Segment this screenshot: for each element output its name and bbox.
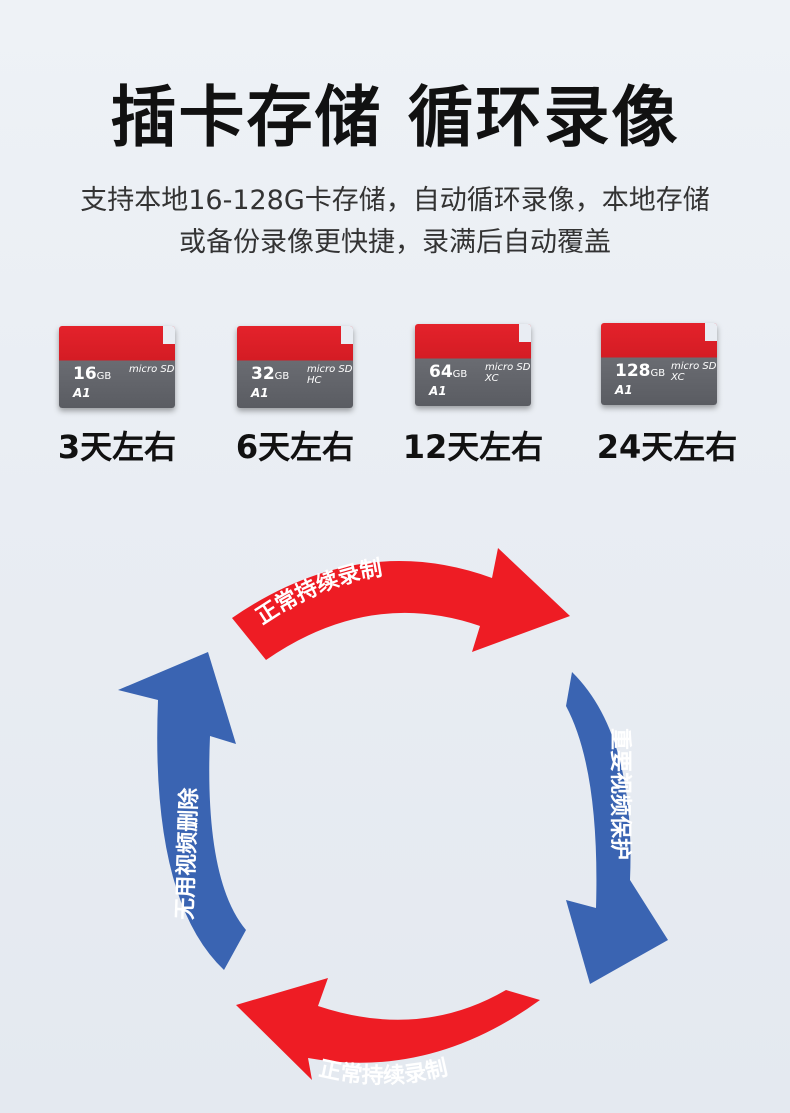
left-arc-label: 无用视频删除 (172, 786, 203, 920)
page-title: 插卡存储 循环录像 (110, 79, 680, 156)
card-capacity: 128GB (615, 361, 666, 381)
duration-32gb: 6天左右 (235, 428, 355, 466)
card-brand: micro SD (129, 364, 175, 375)
sd-card-64gb: 64GB micro SD XC A1 (415, 324, 531, 406)
card-class: A1 (429, 384, 447, 398)
bottom-arrow (236, 978, 540, 1080)
card-capacity: 64GB (429, 362, 468, 382)
card-capacity: 32GB (251, 364, 290, 384)
subtitle-line-1: 支持本地16-128G卡存储，自动循环录像，本地存储 (80, 185, 710, 216)
right-arrow (566, 672, 668, 984)
card-brand: micro SD XC (485, 362, 531, 384)
sd-card-128gb: 128GB micro SD XC A1 (601, 323, 717, 405)
sd-card-16gb: 16GB micro SD A1 (59, 326, 175, 408)
subtitle-line-2: 或备份录像更快捷，录满后自动覆盖 (179, 227, 611, 258)
card-class: A1 (615, 383, 633, 397)
card-class: A1 (251, 386, 269, 400)
left-arrow (118, 652, 246, 970)
duration-16gb: 3天左右 (57, 428, 177, 466)
card-class: A1 (73, 386, 91, 400)
card-capacity: 16GB (73, 364, 112, 384)
card-brand: micro SD XC (671, 361, 717, 383)
duration-128gb: 24天左右 (596, 428, 738, 466)
sd-card-32gb: 32GB micro SD HC A1 (237, 326, 353, 408)
right-arc-label: 重要视频保护 (607, 728, 633, 860)
top-arrow (232, 548, 570, 660)
card-brand: micro SD HC (307, 364, 353, 386)
duration-64gb: 12天左右 (402, 428, 544, 466)
